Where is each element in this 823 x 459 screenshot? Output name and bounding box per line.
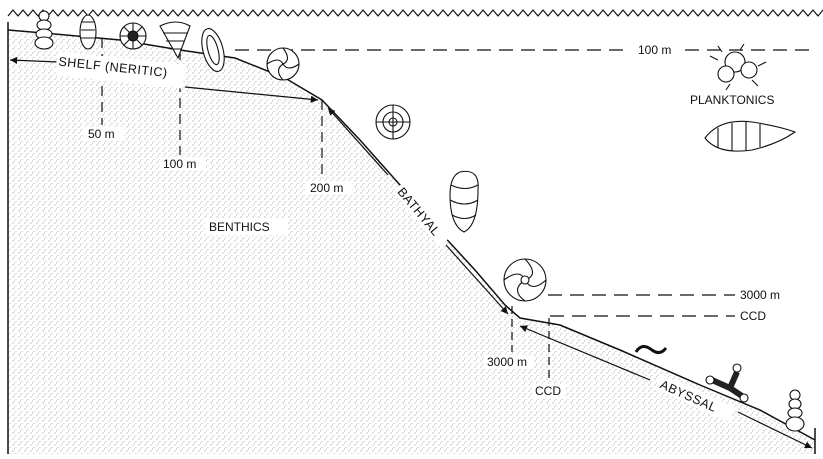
planktonics-label: PLANKTONICS: [690, 93, 774, 107]
foram-tubular-icon: [636, 346, 666, 352]
foram-rotaliid-icon: [267, 48, 299, 80]
foram-uniserial-icon-1: [35, 11, 53, 49]
depth-label-200: 200 m: [310, 181, 343, 195]
depth-label-100-shelf: 100 m: [163, 157, 196, 171]
benthics-label: BENTHICS: [209, 220, 270, 234]
foram-coiled-icon: [376, 105, 410, 139]
foram-uniserial-icon-2: [786, 390, 804, 431]
sea-surface-line: [8, 10, 823, 16]
foram-trochospiral-icon: [450, 171, 478, 232]
ccd-label-line: CCD: [740, 309, 766, 323]
foram-planispiral-dark-icon: [120, 23, 146, 49]
foram-large-coiled-icon: [504, 259, 546, 301]
planktonic-spiny-icon: [710, 44, 766, 90]
depth-label-3000-line: 3000 m: [740, 288, 780, 302]
depth-label-3000-slope: 3000 m: [487, 355, 527, 369]
ccd-label-floor: CCD: [535, 384, 561, 398]
planktonic-flat-icon: [705, 121, 795, 151]
foram-elongate-icon: [80, 15, 96, 49]
depth-label-50: 50 m: [88, 127, 115, 141]
depth-label-100-line: 100 m: [638, 43, 671, 57]
